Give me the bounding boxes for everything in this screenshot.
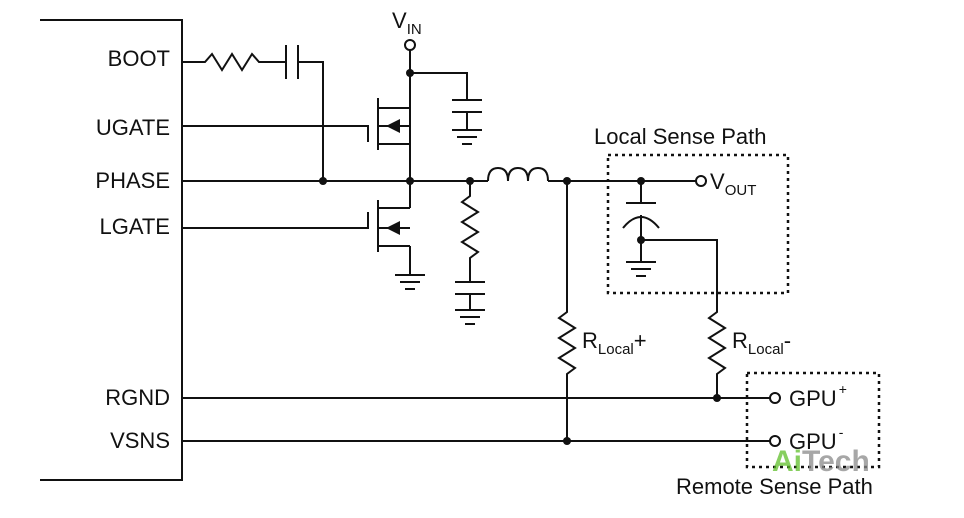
boot-network: [182, 45, 324, 181]
high-side-mosfet: [182, 98, 411, 181]
vin-label: VIN: [392, 8, 422, 38]
local-sense-label: Local Sense Path: [594, 124, 766, 149]
ugate-wire: [182, 125, 369, 142]
low-side-mosfet: [182, 181, 425, 290]
local-sense-box: [606, 153, 790, 295]
vin-cap-wire: [410, 72, 468, 100]
watermark-logo: AiTech: [772, 445, 870, 478]
remote-sense-label: Remote Sense Path: [676, 474, 873, 499]
rlocal-neg: RLocal-: [641, 239, 791, 398]
gpu-pos-terminal: [769, 392, 781, 404]
pin-ugate-label: UGATE: [96, 115, 170, 140]
snubber-ground-icon: [455, 294, 485, 325]
gpu-pos-label: GPU+: [789, 381, 847, 411]
pin-vsns-label: VSNS: [110, 428, 170, 453]
ls-arrow-icon: [386, 221, 400, 235]
boot-capacitor: [285, 45, 299, 79]
controller-ic-body: [40, 19, 183, 481]
cout-ground-icon: [626, 261, 656, 277]
remote-sense-box: [745, 371, 881, 469]
rlocal-neg-label: RLocal-: [732, 328, 791, 358]
pin-boot-label: BOOT: [108, 46, 170, 71]
snubber-network: [455, 181, 485, 325]
ls-ground-icon: [395, 274, 425, 290]
boot-resistor: [182, 52, 286, 72]
pin-lgate-label: LGATE: [99, 214, 170, 239]
vsns-junction: [563, 437, 571, 445]
rlocal-pos-label: RLocal+: [582, 328, 647, 358]
pin-phase-label: PHASE: [95, 168, 170, 193]
rgnd-junction: [713, 394, 721, 402]
snubber-capacitor: [455, 281, 485, 295]
rlocal-pos: RLocal+: [557, 181, 647, 441]
gpu-neg-label: GPU-: [789, 424, 844, 454]
phase-junction-boot: [319, 177, 327, 185]
rlocal-pos-resistor: [557, 181, 577, 441]
output-inductor: [487, 166, 549, 182]
vin-decoupling-cap: [452, 99, 482, 113]
vout-terminal: [695, 175, 707, 187]
snubber-resistor: [460, 181, 480, 282]
vin-terminal: [404, 39, 416, 51]
output-capacitor: [622, 181, 660, 277]
pin-rgnd-label: RGND: [105, 385, 170, 410]
lgate-wire: [182, 212, 369, 229]
hs-arrow-icon: [386, 119, 400, 133]
vout-label: VOUT: [710, 169, 756, 199]
rlocal-neg-resistor: [641, 239, 727, 398]
boot-wire: [298, 61, 324, 181]
vin-cap-ground-icon: [452, 112, 482, 145]
vin-node: VIN: [392, 8, 482, 145]
gpu-neg-terminal: [769, 435, 781, 447]
